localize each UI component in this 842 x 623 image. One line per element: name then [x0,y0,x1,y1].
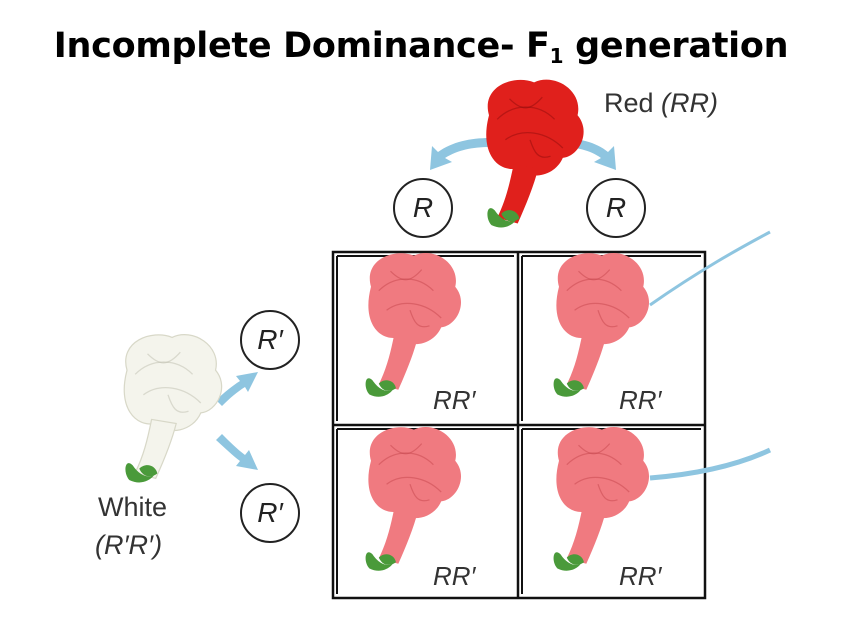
cell-genotype-top-right: RR′ [619,385,662,415]
gamete-circle-top-1: R [393,178,453,238]
gamete-circle-top-2: R [586,178,646,238]
cell-genotype-top-left: RR′ [433,385,476,415]
white-parent-genotype: (R′R′) [95,530,163,560]
arrow-icon [430,138,490,170]
white-parent-name: White [98,492,168,522]
red-parent-genotype: (RR) [661,88,719,118]
white-snapdragon-icon [123,334,223,483]
pointer-line-top [649,230,771,307]
pink-snapdragon-icon [553,252,650,397]
cell-genotype-bottom-right: RR′ [619,561,662,591]
pink-snapdragon-icon [553,426,650,571]
slide-title: Incomplete Dominance- F1 generation [0,26,842,68]
title-suffix: generation [563,26,789,66]
gamete-circle-left-1: R′ [240,310,300,370]
pink-snapdragon-icon [365,426,462,571]
arrow-icon [216,434,258,470]
red-snapdragon-icon [486,79,584,228]
pink-snapdragon-icon [365,252,462,397]
arrow-icon [216,372,258,406]
pointer-line-bottom [649,447,772,481]
cell-genotype-bottom-left: RR′ [433,561,476,591]
red-parent-label: Red (RR) [604,88,718,119]
red-parent-name: Red [604,88,654,118]
gamete-circle-left-2: R′ [240,483,300,543]
title-main: Incomplete Dominance- F [53,26,550,66]
title-subscript: 1 [549,44,564,68]
punnett-grid [331,250,707,600]
